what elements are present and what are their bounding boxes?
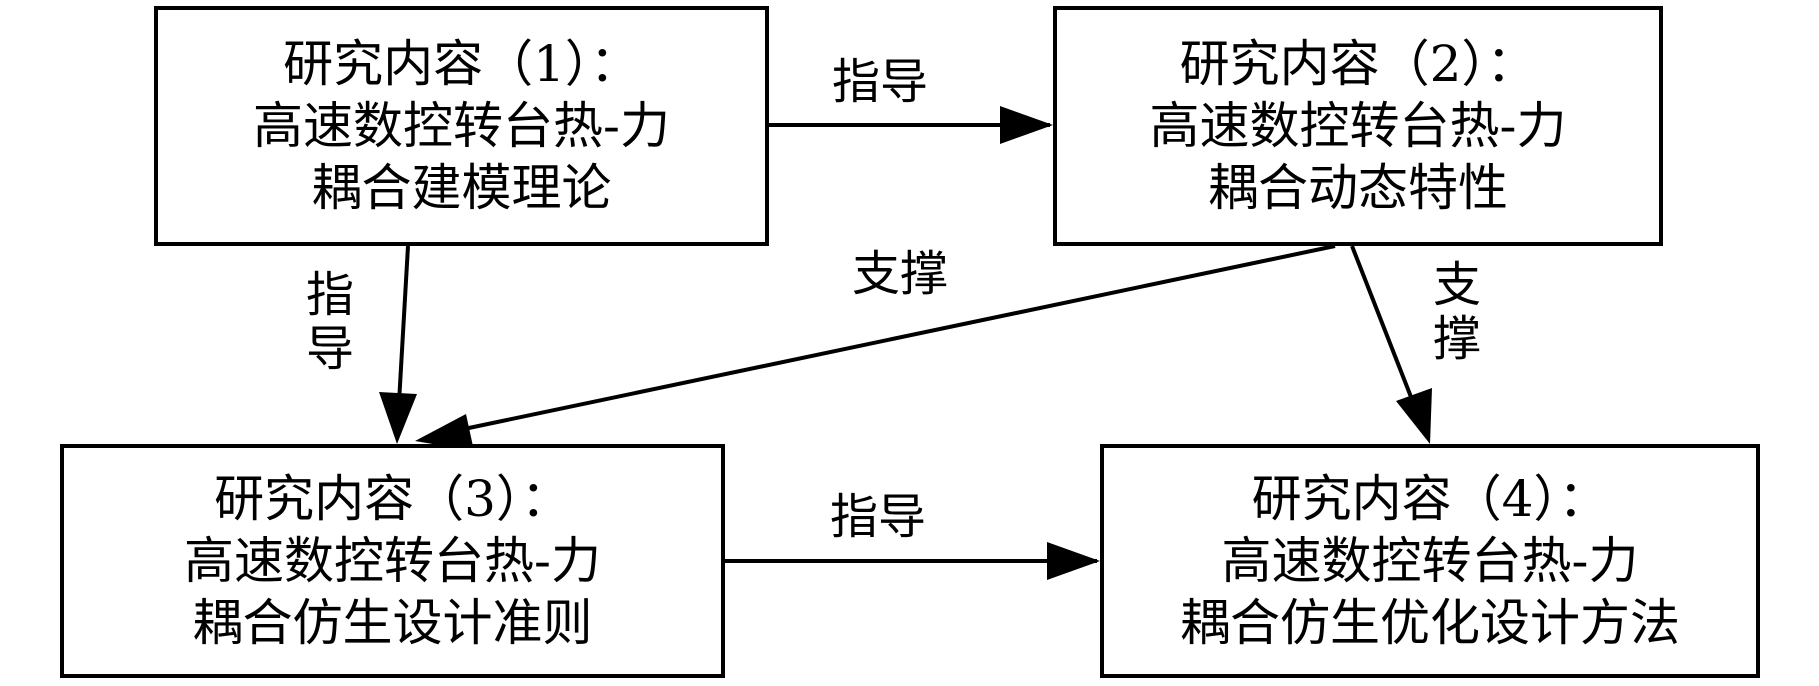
edge-arrowhead-2-3 xyxy=(415,414,474,451)
box-4-heading: 研究内容（4）： xyxy=(1251,470,1609,528)
research-box-4: 研究内容（4）： 高速数控转台热-力 耦合仿生优化设计方法 xyxy=(1100,444,1760,678)
edge-arrow-2-4 xyxy=(1350,245,1422,421)
edge-arrowhead-3-4 xyxy=(1047,542,1100,580)
box-4-line-2: 高速数控转台热-力 xyxy=(1221,532,1639,590)
research-box-1: 研究内容（1）： 高速数控转台热-力 耦合建模理论 xyxy=(154,6,769,246)
box-2-line-2: 高速数控转台热-力 xyxy=(1149,97,1567,155)
box-1-line-3: 耦合建模理论 xyxy=(311,159,612,217)
edge-label-2-3: 支撑 xyxy=(852,246,949,302)
box-3-line-2: 高速数控转台热-力 xyxy=(184,532,601,590)
edge-label-1-2: 指导 xyxy=(832,54,929,110)
edge-label-1-3: 指导 xyxy=(305,267,354,377)
edge-arrowhead-2-4 xyxy=(1396,388,1432,444)
edge-arrowhead-1-2 xyxy=(1000,106,1053,144)
box-3-heading: 研究内容（3）： xyxy=(214,470,571,528)
box-4-line-3: 耦合仿生优化设计方法 xyxy=(1180,594,1680,652)
edge-arrow-2-3 xyxy=(444,244,1336,435)
box-1-line-2: 高速数控转台热-力 xyxy=(253,97,670,155)
box-3-line-3: 耦合仿生设计准则 xyxy=(192,594,593,652)
research-box-2: 研究内容（2）： 高速数控转台热-力 耦合动态特性 xyxy=(1053,6,1663,246)
box-2-heading: 研究内容（2）： xyxy=(1179,35,1537,93)
edge-arrowhead-1-3 xyxy=(379,392,417,444)
research-box-3: 研究内容（3）： 高速数控转台热-力 耦合仿生设计准则 xyxy=(60,444,725,678)
edge-label-2-4: 支撑 xyxy=(1432,257,1481,367)
edge-arrow-1-3 xyxy=(396,245,410,421)
box-1-heading: 研究内容（1）： xyxy=(283,35,640,93)
edge-label-3-4: 指导 xyxy=(830,489,927,545)
box-2-line-3: 耦合动态特性 xyxy=(1208,159,1508,217)
